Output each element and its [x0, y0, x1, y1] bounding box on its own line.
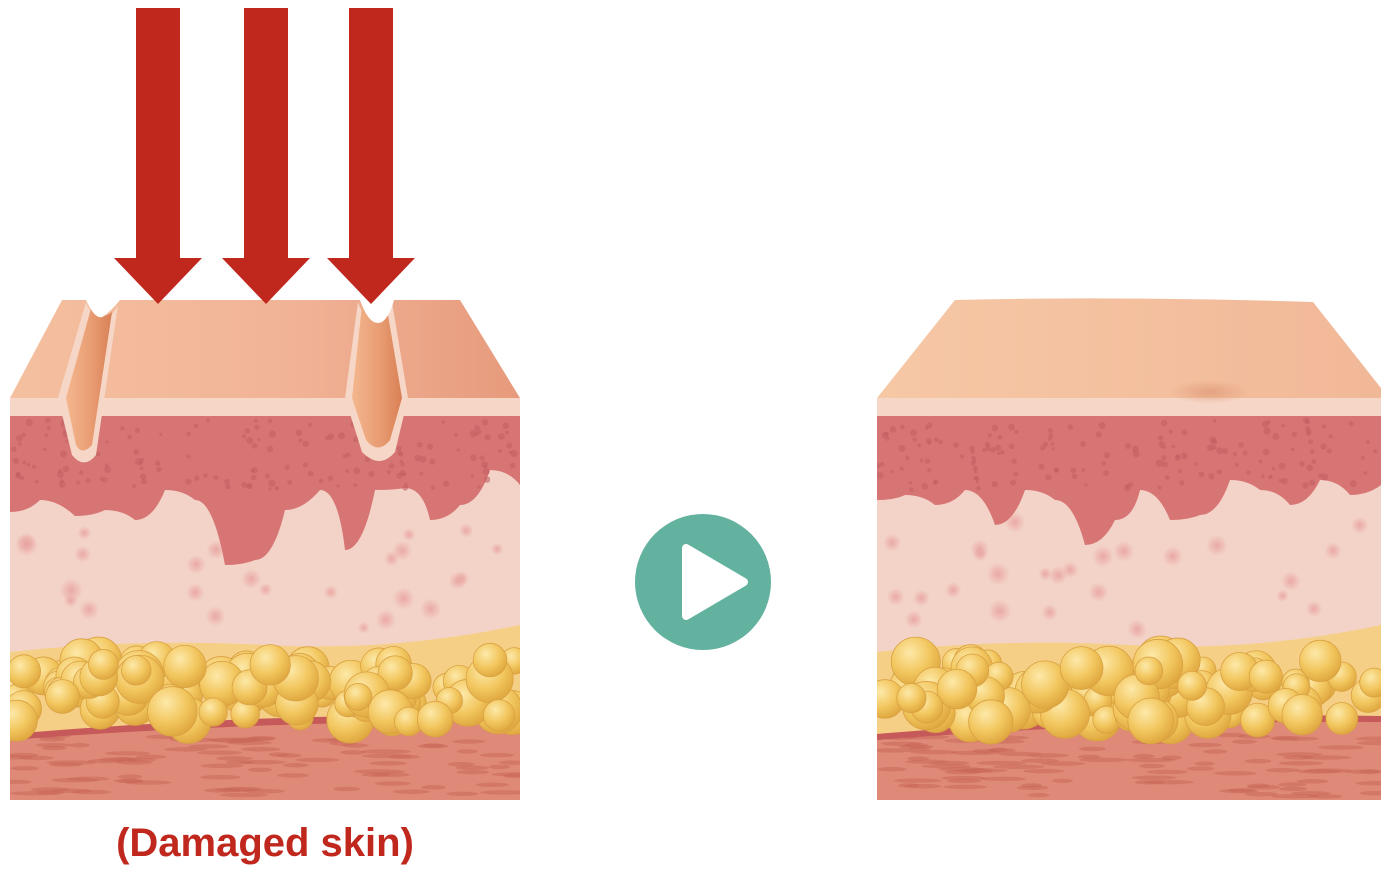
down-arrow-icon [222, 8, 310, 304]
damaged-skin-caption: (Damaged skin) [10, 818, 520, 868]
down-arrow-icon [327, 8, 415, 304]
play-icon [635, 514, 771, 650]
down-arrows [114, 8, 415, 304]
healed-skin-block [866, 298, 1381, 800]
damaged-skin-block [0, 300, 538, 800]
down-arrow-icon [114, 8, 202, 304]
